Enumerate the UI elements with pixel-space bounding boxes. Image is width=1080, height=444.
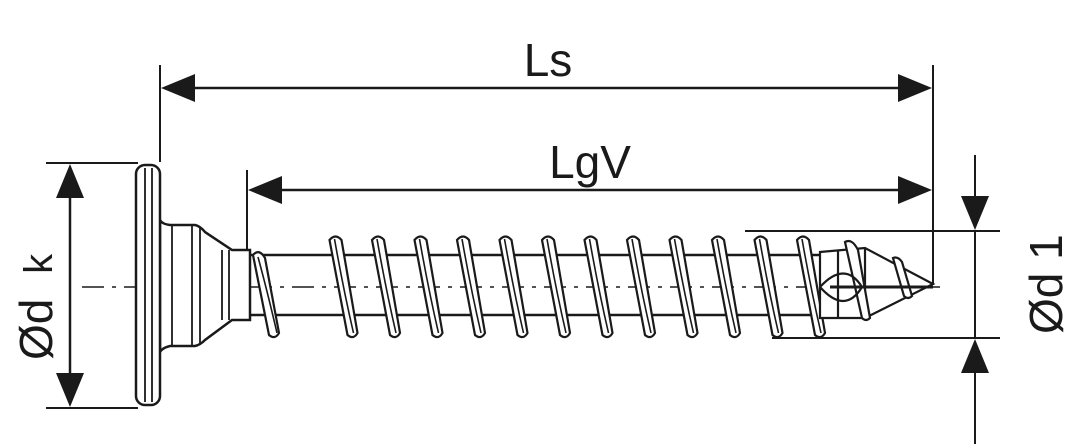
screw-tip <box>818 239 936 322</box>
thread-edge <box>376 238 397 334</box>
thread-edge <box>418 238 440 334</box>
arrowhead-up <box>961 339 989 373</box>
screw-threads <box>251 235 827 339</box>
arrowhead-down <box>961 196 989 230</box>
thread-diameter-dimension: Ød 1 <box>745 155 1072 444</box>
thread-edge <box>257 256 278 334</box>
thread-edge <box>673 238 695 334</box>
ls-dimension: Ls <box>159 34 934 285</box>
arrowhead-left <box>161 74 195 102</box>
head-diameter-dimension: Ød k <box>10 162 138 409</box>
head-diameter-label: Ød k <box>10 253 62 360</box>
arrowhead-up <box>56 164 84 198</box>
thread-edge <box>716 238 737 334</box>
head-diameter-label-sub: k <box>17 253 61 274</box>
thread-diameter-label: Ød 1 <box>1020 234 1072 334</box>
thread-edge <box>631 238 652 334</box>
thread-edge <box>758 238 780 334</box>
thread-edge <box>546 238 567 334</box>
head-diameter-label-main: Ød <box>10 299 62 360</box>
thread-edge <box>333 238 355 334</box>
thread-edge <box>801 238 822 334</box>
ls-label: Ls <box>524 34 573 86</box>
arrowhead-right <box>898 74 932 102</box>
screw-head <box>134 163 252 407</box>
arrowhead-left <box>248 176 282 204</box>
lgv-label: LgV <box>549 136 631 188</box>
arrowhead-right <box>898 176 932 204</box>
thread-edge <box>503 238 525 334</box>
lgv-dimension: LgV <box>246 136 932 292</box>
thread-edge <box>461 238 482 334</box>
thread-edge <box>588 238 610 334</box>
arrowhead-down <box>56 373 84 407</box>
